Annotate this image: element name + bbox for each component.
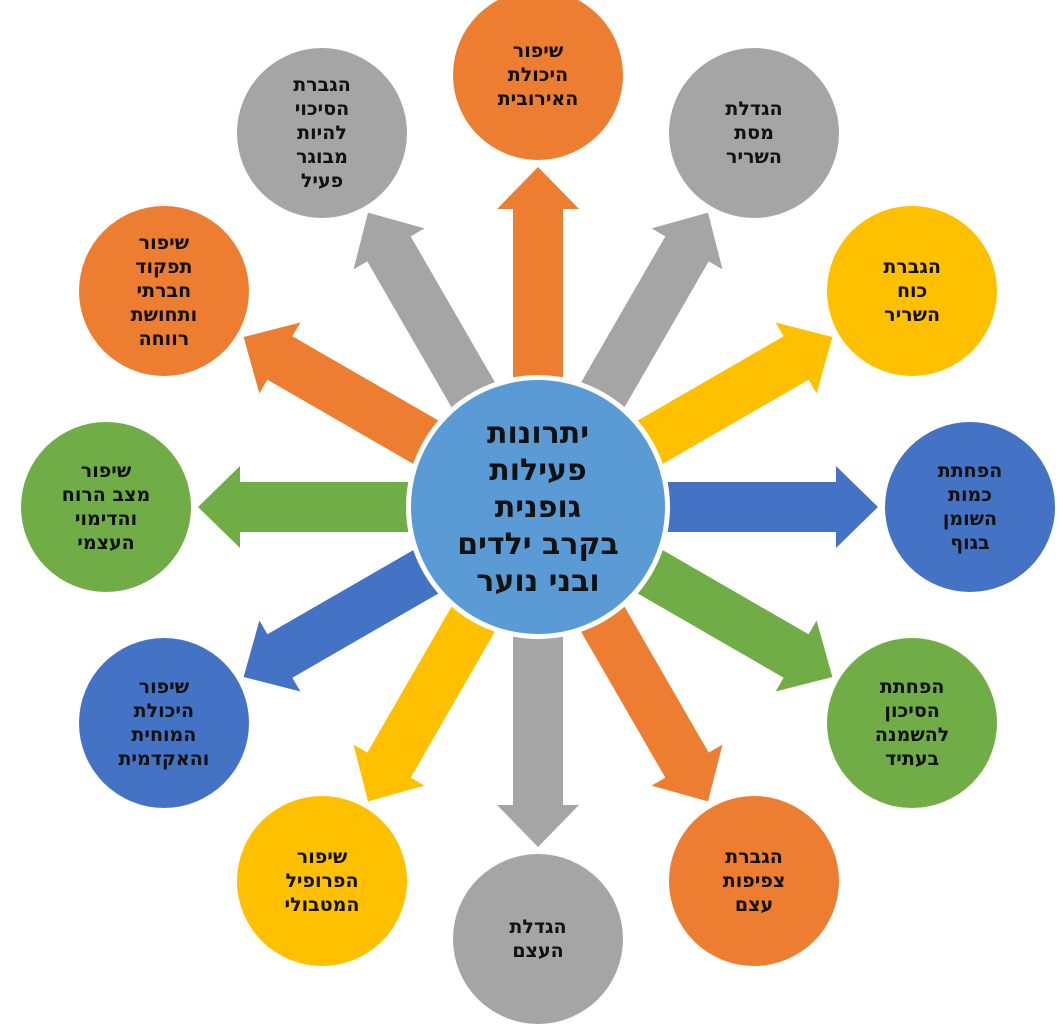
benefit-circle-bone-density: הגברת צפיפות עצם [669, 796, 839, 967]
arrow-social [243, 322, 447, 469]
benefit-label-bone-growth: הגדלת העצם [509, 916, 567, 962]
benefit-label-muscle-mass: הגדלת מסת השריר [725, 97, 783, 168]
benefit-circle-mood: שיפור מצב הרוח והדימוי העצמי [21, 422, 191, 592]
arrow-bone-growth [497, 627, 579, 847]
center-topic-circle: יתרונות פעילות גופנית בקרב ילדים ובני נו… [406, 375, 670, 639]
arrow-cognitive [243, 545, 447, 692]
benefit-label-metabolic: שיפור הפרופיל המטבולי [284, 846, 360, 917]
arrow-bone-density [576, 598, 723, 802]
benefit-circle-bone-growth: הגדלת העצם [453, 854, 623, 1024]
benefit-circle-aerobic: שיפור היכולת האירובית [453, 0, 623, 160]
benefit-label-muscle-strength: הגברת כוח השריר [883, 256, 941, 326]
arrow-active-adult [353, 212, 500, 416]
benefit-circle-cognitive: שיפור היכולת המוחית והאקדמית [78, 638, 249, 808]
benefit-label-body-fat: הפחתת כמות השומן בגוף [937, 460, 1003, 554]
benefit-circle-muscle-mass: הגדלת מסת השריר [669, 47, 839, 218]
benefit-label-obesity-risk: הפחתת הסיכון להשמנה בעתיד [874, 676, 950, 770]
benefit-circle-social: שיפור תפקוד חברתי ותחושת רווחה [78, 206, 249, 376]
benefit-label-social: שיפור תפקוד חברתי ותחושת רווחה [130, 232, 198, 350]
benefit-label-cognitive: שיפור היכולת המוחית והאקדמית [118, 676, 210, 770]
benefit-circle-obesity-risk: הפחתת הסיכון להשמנה בעתיד [827, 638, 998, 808]
arrow-metabolic [353, 598, 500, 802]
arrow-body-fat [658, 466, 878, 548]
center-topic-label: יתרונות פעילות גופנית בקרב ילדים ובני נו… [457, 415, 619, 599]
arrow-obesity-risk [629, 545, 833, 692]
benefit-circle-metabolic: שיפור הפרופיל המטבולי [237, 796, 407, 967]
benefit-circle-active-adult: הגברת הסיכוי להיות מבוגר פעיל [237, 47, 407, 218]
benefit-label-aerobic: שיפור היכולת האירובית [497, 40, 579, 110]
arrow-mood [198, 466, 418, 548]
benefit-label-bone-density: הגברת צפיפות עצם [722, 846, 786, 917]
benefit-circle-body-fat: הפחתת כמות השומן בגוף [885, 422, 1055, 592]
benefit-label-active-adult: הגברת הסיכוי להיות מבוגר פעיל [293, 73, 351, 192]
arrow-muscle-mass [576, 212, 723, 416]
benefit-label-mood: שיפור מצב הרוח והדימוי העצמי [61, 460, 151, 554]
benefit-circle-muscle-strength: הגברת כוח השריר [827, 206, 998, 376]
arrow-muscle-strength [629, 322, 833, 469]
arrow-aerobic [497, 167, 579, 387]
